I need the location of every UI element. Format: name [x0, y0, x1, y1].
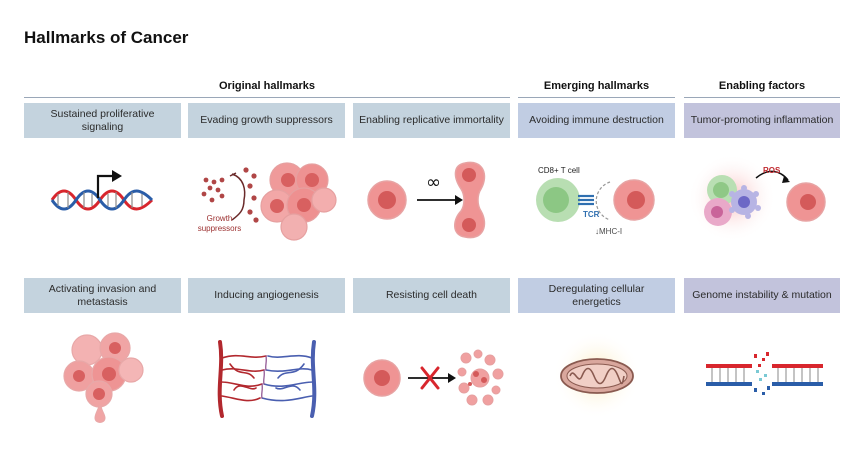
- inflammation-illustration: [688, 154, 826, 242]
- infinity-symbol: ∞: [426, 172, 441, 193]
- hallmark-enabling-replicative-immortality: Enabling replicative immortality: [353, 103, 510, 138]
- section-header-emerging: Emerging hallmarks: [543, 80, 650, 92]
- hallmark-avoiding-immune-destruction: Avoiding immune destruction: [518, 103, 675, 138]
- angiogenesis-illustration: [217, 340, 317, 418]
- hallmark-inducing-angiogenesis: Inducing angiogenesis: [188, 278, 345, 313]
- growth-suppressor-illustration: [201, 162, 337, 241]
- section-divider-enabling: [684, 97, 840, 98]
- section-header-original: Original hallmarks: [219, 80, 315, 92]
- mitochondrion-icon: [553, 331, 641, 419]
- section-divider-emerging: [518, 97, 675, 98]
- metastasis-illustration: [63, 332, 144, 423]
- genome-instability-illustration: [706, 352, 823, 395]
- hallmark-genome-instability-mutation: Genome instability & mutation: [684, 278, 840, 313]
- tcr-label: TCR: [583, 210, 600, 219]
- hallmark-evading-growth-suppressors: Evading growth suppressors: [188, 103, 345, 138]
- replicative-immortality-illustration: [367, 161, 486, 239]
- cd8-tcell-label: CD8+ T cell: [538, 166, 580, 175]
- hallmark-activating-invasion-metastasis: Activating invasion and metastasis: [24, 278, 181, 313]
- ros-label: ROS: [763, 166, 781, 175]
- hallmark-deregulating-cellular-energetics: Deregulating cellular energetics: [518, 278, 675, 313]
- mhc-label: ↓MHC-I: [595, 227, 623, 236]
- hallmark-resisting-cell-death: Resisting cell death: [353, 278, 510, 313]
- dna-arrow-illustration: [50, 170, 154, 211]
- section-divider-original: [24, 97, 510, 98]
- section-header-enabling: Enabling factors: [718, 80, 806, 92]
- resisting-cell-death-illustration: [363, 349, 504, 406]
- growth-suppressors-label: Growth suppressors: [197, 214, 242, 233]
- immune-evasion-illustration: [536, 178, 655, 222]
- page-title: Hallmarks of Cancer: [24, 28, 189, 47]
- hallmark-sustained-proliferative-signaling: Sustained proliferative signaling: [24, 103, 181, 138]
- hallmark-tumor-promoting-inflammation: Tumor-promoting inflammation: [684, 103, 840, 138]
